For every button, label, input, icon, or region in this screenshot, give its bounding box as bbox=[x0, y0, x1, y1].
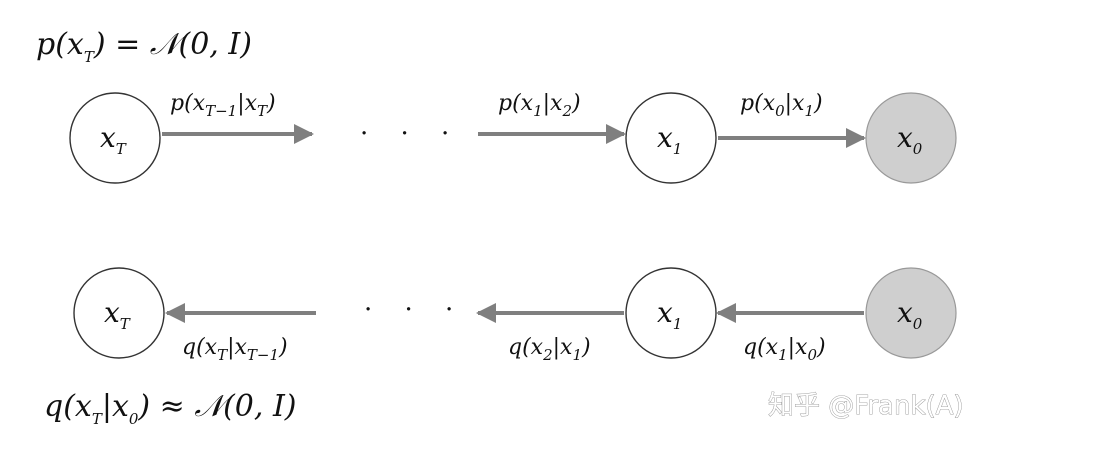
top-node-x1: x1 bbox=[625, 92, 717, 184]
node-label: xT bbox=[100, 121, 127, 158]
node-circle-shaded bbox=[865, 267, 957, 359]
bottom-edge-label-2: q(x2|x1) bbox=[508, 335, 591, 364]
node-label: xT bbox=[104, 296, 131, 333]
top-node-xT: xT bbox=[69, 92, 161, 184]
top-edge-label-2: p(x1|x2) bbox=[498, 91, 581, 120]
bottom-node-x0: x0 bbox=[865, 267, 957, 359]
bottom-edge-label-1: q(xT|xT−1) bbox=[182, 335, 288, 364]
top-row: xT x1 x0 p(xT−1|xT) p(x1|x2) p(x0|x1) · … bbox=[69, 91, 957, 184]
node-circle-shaded bbox=[865, 92, 957, 184]
prior-equation: p(xT) = 𝒩(0, I) bbox=[36, 27, 252, 66]
top-edge-label-1: p(xT−1|xT) bbox=[170, 91, 276, 120]
node-circle bbox=[69, 92, 161, 184]
node-label: x1 bbox=[657, 296, 682, 333]
top-node-x0: x0 bbox=[865, 92, 957, 184]
node-label: x0 bbox=[897, 296, 923, 333]
node-circle bbox=[625, 92, 717, 184]
bottom-ellipsis: · · · bbox=[364, 295, 465, 325]
node-circle bbox=[73, 267, 165, 359]
bottom-row: xT x1 x0 q(xT|xT−1) q(x2|x1) q(x1|x0) · … bbox=[73, 267, 957, 364]
top-ellipsis: · · · bbox=[360, 119, 461, 149]
bottom-edge-label-3: q(x1|x0) bbox=[743, 335, 826, 364]
watermark: 知乎 @Frank(A) bbox=[768, 391, 964, 421]
node-label: x1 bbox=[657, 121, 682, 158]
node-label: x0 bbox=[897, 121, 923, 158]
bottom-node-xT: xT bbox=[73, 267, 165, 359]
top-edge-label-3: p(x0|x1) bbox=[740, 91, 823, 120]
bottom-node-x1: x1 bbox=[625, 267, 717, 359]
posterior-equation: q(xT|x0) ≈ 𝒩(0, I) bbox=[44, 389, 297, 428]
